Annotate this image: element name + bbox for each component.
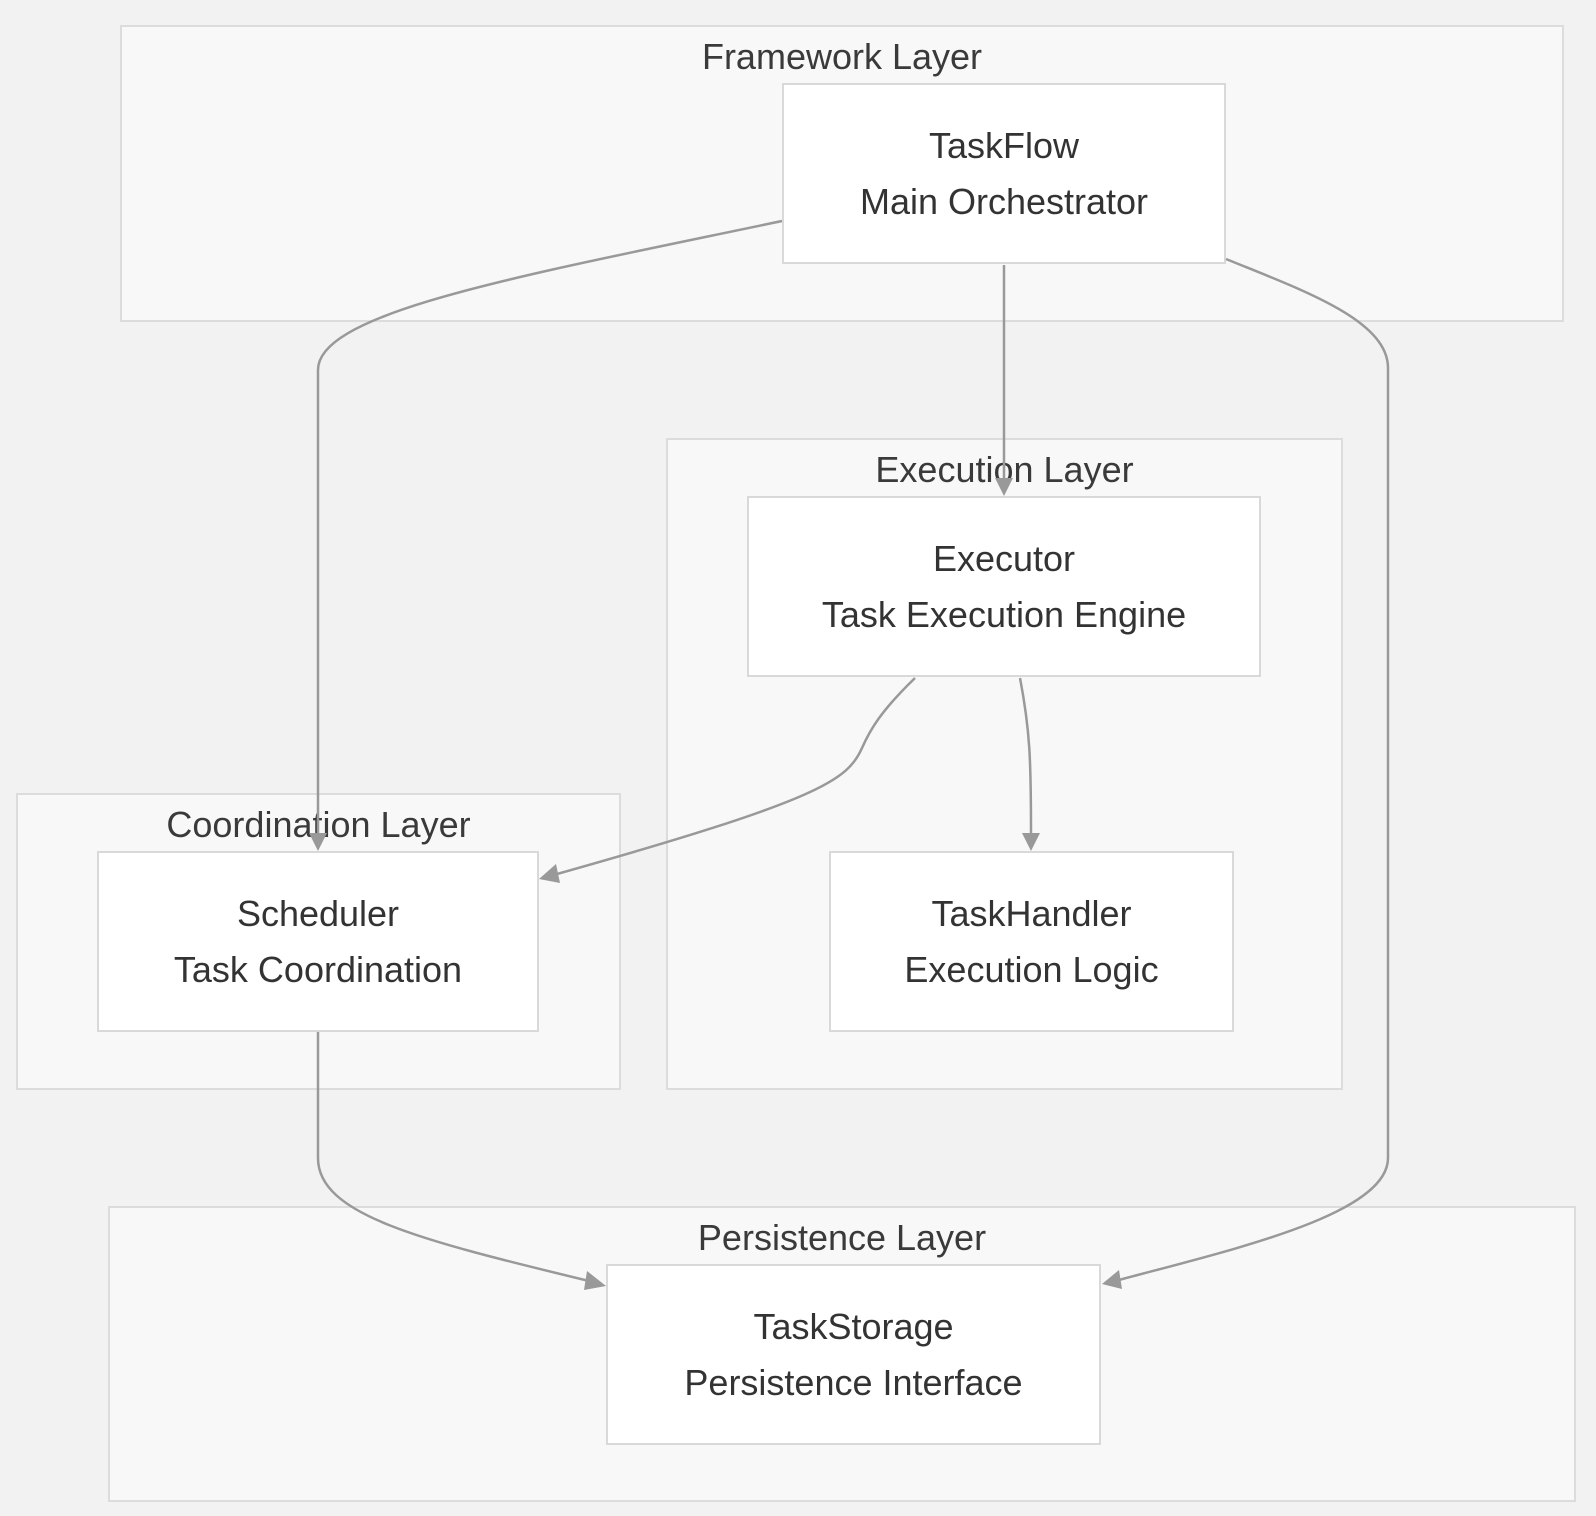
node-scheduler-name: Scheduler xyxy=(236,892,400,934)
group-title-framework: Framework Layer xyxy=(701,36,983,77)
node-taskstorage-name: TaskStorage xyxy=(753,1305,954,1347)
node-executor[interactable]: Executor Task Execution Engine xyxy=(747,496,1261,677)
node-taskhandler-name: TaskHandler xyxy=(931,892,1132,934)
group-title-persistence: Persistence Layer xyxy=(697,1217,987,1258)
node-taskhandler[interactable]: TaskHandler Execution Logic xyxy=(829,851,1234,1032)
node-taskhandler-description: Execution Logic xyxy=(904,948,1159,990)
node-executor-name: Executor xyxy=(932,537,1076,579)
node-scheduler-description: Task Coordination xyxy=(173,948,463,990)
node-taskstorage-description: Persistence Interface xyxy=(684,1361,1023,1403)
node-executor-description: Task Execution Engine xyxy=(821,593,1187,635)
node-taskflow[interactable]: TaskFlow Main Orchestrator xyxy=(782,83,1226,264)
node-taskstorage[interactable]: TaskStorage Persistence Interface xyxy=(606,1264,1101,1445)
group-title-coordination: Coordination Layer xyxy=(166,804,471,845)
group-title-execution: Execution Layer xyxy=(875,449,1134,490)
node-scheduler[interactable]: Scheduler Task Coordination xyxy=(97,851,539,1032)
node-taskflow-description: Main Orchestrator xyxy=(859,180,1149,222)
node-taskflow-name: TaskFlow xyxy=(928,124,1080,166)
